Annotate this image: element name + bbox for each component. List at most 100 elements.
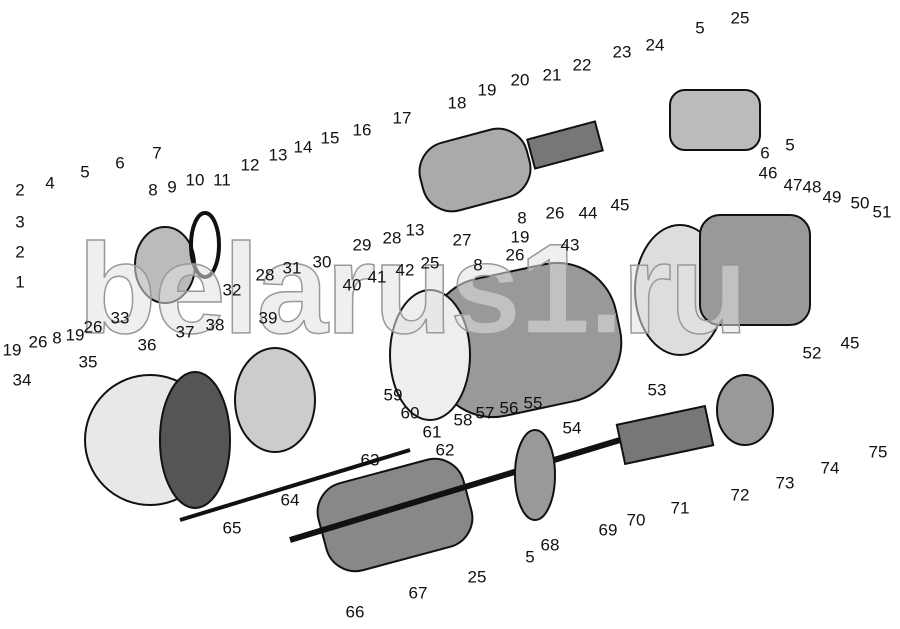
part-number-label: 13: [405, 220, 425, 240]
part-number-label: 57: [475, 403, 495, 423]
part-number-label: 69: [598, 520, 618, 540]
part-number-label: 44: [578, 203, 598, 223]
part-number-label: 45: [840, 333, 860, 353]
part-number-label: 29: [352, 235, 372, 255]
part-number-label: 55: [523, 393, 543, 413]
part-number-label: 5: [80, 162, 90, 182]
part-number-label: 1: [15, 272, 25, 292]
part-number-label: 16: [352, 120, 372, 140]
part-number-label: 73: [775, 473, 795, 493]
part-number-label: 72: [730, 485, 750, 505]
part-number-label: 26: [83, 317, 103, 337]
part-number-label: 3: [15, 212, 25, 232]
rear-cover-rim: [159, 371, 231, 509]
part-number-label: 30: [312, 252, 332, 272]
part-number-label: 25: [420, 253, 440, 273]
part-number-label: 41: [367, 267, 387, 287]
through-bolt: [179, 448, 411, 522]
part-number-label: 52: [802, 343, 822, 363]
part-number-label: 43: [560, 235, 580, 255]
part-number-label: 70: [626, 510, 646, 530]
brush-holder-plate: [234, 347, 316, 453]
part-number-label: 10: [185, 170, 205, 190]
part-number-label: 66: [345, 602, 365, 622]
end-shield: [514, 429, 556, 521]
part-number-label: 56: [499, 398, 519, 418]
part-number-label: 6: [760, 143, 770, 163]
part-number-label: 19: [477, 80, 497, 100]
part-number-label: 65: [222, 518, 242, 538]
part-number-label: 13: [268, 145, 288, 165]
part-number-label: 5: [525, 547, 535, 567]
part-number-label: 62: [435, 440, 455, 460]
part-number-label: 22: [572, 55, 592, 75]
part-number-label: 54: [562, 418, 582, 438]
part-number-label: 17: [392, 108, 412, 128]
part-number-label: 19: [2, 340, 22, 360]
part-number-label: 75: [868, 442, 888, 462]
part-number-label: 51: [872, 202, 892, 222]
part-number-label: 5: [695, 18, 705, 38]
armature-core: [316, 457, 474, 573]
part-number-label: 59: [383, 385, 403, 405]
part-number-label: 71: [670, 498, 690, 518]
relay: [669, 89, 761, 151]
part-number-label: 36: [137, 335, 157, 355]
part-number-label: 25: [467, 567, 487, 587]
part-number-label: 64: [280, 490, 300, 510]
drive-pinion-spring: [615, 404, 715, 466]
part-number-label: 53: [647, 380, 667, 400]
part-number-label: 33: [110, 308, 130, 328]
part-number-label: 39: [258, 308, 278, 328]
part-number-label: 42: [395, 260, 415, 280]
part-number-label: 63: [360, 450, 380, 470]
yoke-opening: [389, 289, 471, 421]
part-number-label: 31: [282, 258, 302, 278]
part-number-label: 7: [152, 143, 162, 163]
part-number-label: 34: [12, 370, 32, 390]
part-number-label: 27: [452, 230, 472, 250]
part-number-label: 5: [785, 135, 795, 155]
part-number-label: 35: [78, 352, 98, 372]
part-number-label: 20: [510, 70, 530, 90]
part-number-label: 67: [408, 583, 428, 603]
solenoid-spring: [526, 120, 604, 170]
part-number-label: 6: [115, 153, 125, 173]
part-number-label: 8: [473, 255, 483, 275]
part-number-label: 58: [453, 410, 473, 430]
part-number-label: 37: [175, 322, 195, 342]
part-number-label: 26: [545, 203, 565, 223]
part-number-label: 4: [45, 173, 55, 193]
part-number-label: 8: [52, 328, 62, 348]
part-number-label: 8: [148, 180, 158, 200]
part-number-label: 14: [293, 137, 313, 157]
part-number-label: 32: [222, 280, 242, 300]
gasket: [189, 211, 221, 279]
part-number-label: 15: [320, 128, 340, 148]
part-number-label: 8: [517, 208, 527, 228]
watermark: belarus1.ru: [77, 218, 749, 361]
armature-shaft: [289, 437, 621, 543]
part-number-label: 28: [382, 228, 402, 248]
part-number-label: 19: [65, 325, 85, 345]
part-number-label: 38: [205, 315, 225, 335]
drive-housing-body: [699, 214, 811, 326]
part-number-label: 60: [400, 403, 420, 423]
part-number-label: 26: [505, 245, 525, 265]
part-number-label: 28: [255, 265, 275, 285]
part-number-label: 68: [540, 535, 560, 555]
part-number-label: 11: [213, 170, 231, 190]
part-number-label: 74: [820, 458, 840, 478]
part-number-label: 2: [15, 242, 25, 262]
part-number-label: 21: [542, 65, 562, 85]
part-number-label: 19: [510, 227, 530, 247]
part-number-label: 46: [758, 163, 778, 183]
part-number-label: 61: [422, 422, 442, 442]
part-number-label: 40: [342, 275, 362, 295]
part-number-label: 26: [28, 332, 48, 352]
part-number-label: 12: [240, 155, 260, 175]
part-number-label: 45: [610, 195, 630, 215]
drive-clutch: [716, 374, 774, 446]
part-number-label: 2: [15, 180, 25, 200]
